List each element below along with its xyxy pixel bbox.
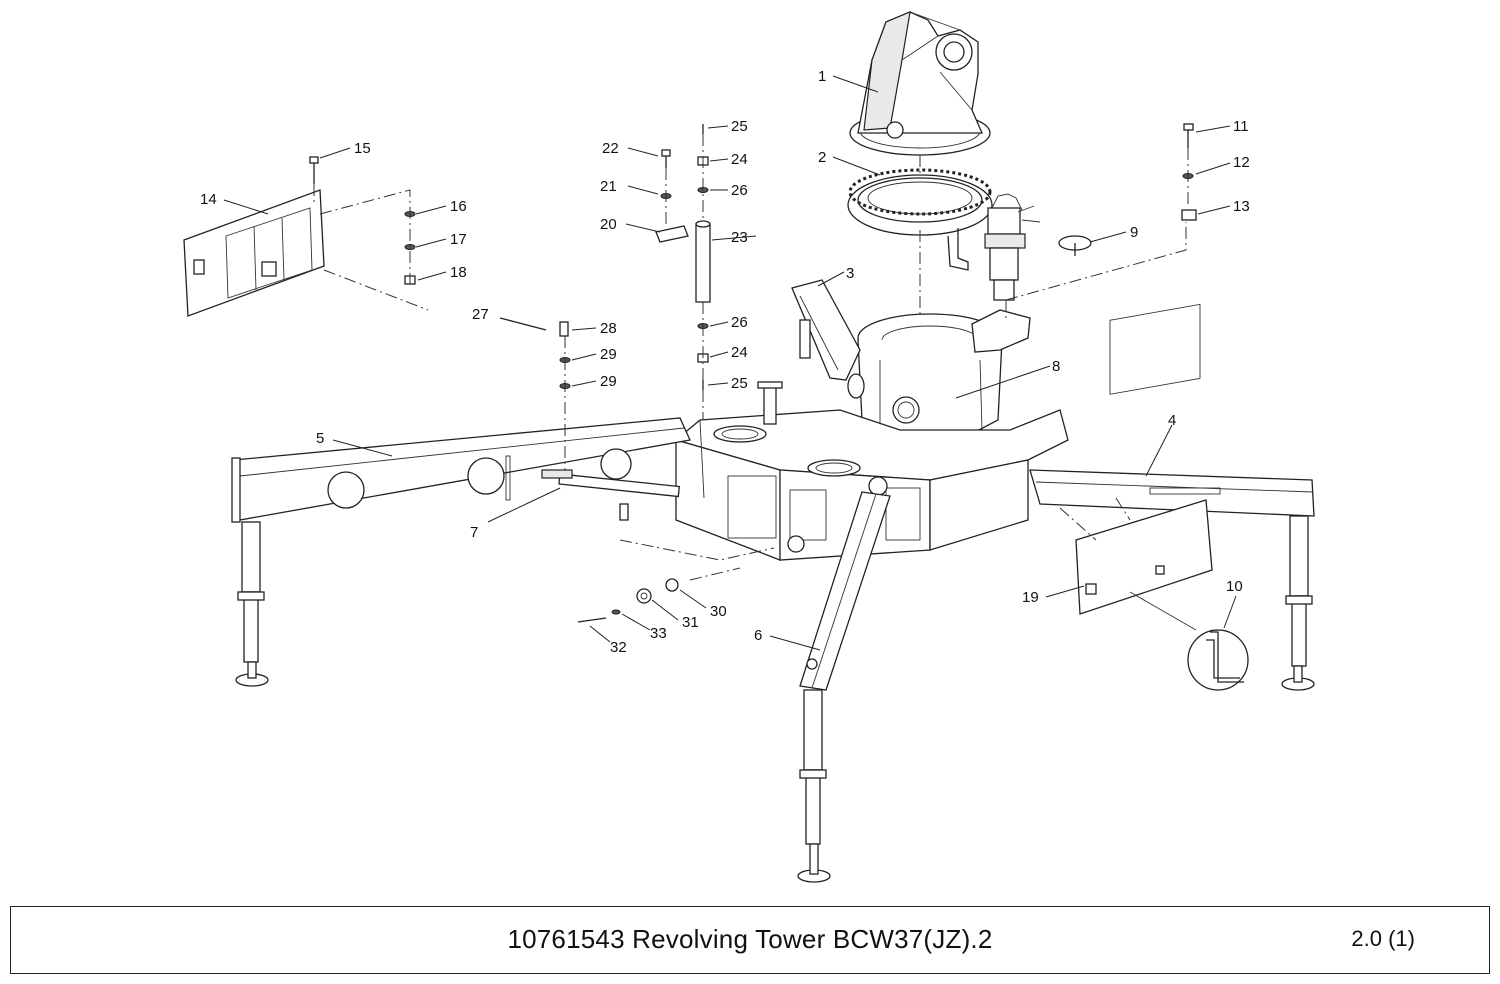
part-cover-panel bbox=[1075, 303, 1249, 691]
callout-19: 19 bbox=[1022, 589, 1039, 606]
callout-5: 5 bbox=[316, 430, 324, 447]
callout-labels: 1 2 3 4 5 6 7 8 9 10 11 12 13 14 15 16 1… bbox=[200, 68, 1250, 656]
callout-16: 16 bbox=[450, 198, 467, 215]
callout-29-lower: 29 bbox=[600, 373, 617, 390]
callout-8: 8 bbox=[1052, 358, 1060, 375]
callout-9: 9 bbox=[1130, 224, 1138, 241]
part-tower-head bbox=[849, 11, 991, 156]
callout-21: 21 bbox=[600, 178, 617, 195]
assembly-centerlines bbox=[313, 134, 1189, 581]
callout-23: 23 bbox=[731, 229, 748, 246]
title-block: 10761543 Revolving Tower BCW37(JZ).2 2.0… bbox=[10, 906, 1490, 974]
callout-12: 12 bbox=[1233, 154, 1250, 171]
part-slewing-drive bbox=[984, 193, 1092, 301]
callout-26-lower: 26 bbox=[731, 314, 748, 331]
callout-17: 17 bbox=[450, 231, 467, 248]
callout-leaders bbox=[223, 75, 1237, 651]
callout-20: 20 bbox=[600, 216, 617, 233]
callout-14: 14 bbox=[200, 191, 217, 208]
callout-10: 10 bbox=[1226, 578, 1243, 595]
callout-11: 11 bbox=[1233, 118, 1249, 135]
callout-25-lower: 25 bbox=[731, 375, 748, 392]
callout-25-upper: 25 bbox=[731, 118, 748, 135]
callout-28: 28 bbox=[600, 320, 617, 337]
callout-33: 33 bbox=[650, 625, 667, 642]
callout-22: 22 bbox=[602, 140, 619, 157]
callout-24-upper: 24 bbox=[731, 151, 748, 168]
callout-31: 31 bbox=[682, 614, 699, 631]
part-upper-brace bbox=[791, 279, 865, 399]
callout-15: 15 bbox=[354, 140, 371, 157]
callout-6: 6 bbox=[754, 627, 762, 644]
callout-26-upper: 26 bbox=[731, 182, 748, 199]
part-fasteners bbox=[309, 123, 1197, 623]
callout-18: 18 bbox=[450, 264, 467, 281]
callout-30: 30 bbox=[710, 603, 727, 620]
drawing-title: 10761543 Revolving Tower BCW37(JZ).2 bbox=[507, 924, 993, 954]
callout-3: 3 bbox=[846, 265, 854, 282]
callout-2: 2 bbox=[818, 149, 826, 166]
callout-13: 13 bbox=[1233, 198, 1250, 215]
page-number: 2.0 (1) bbox=[1351, 926, 1415, 951]
callout-4: 4 bbox=[1168, 412, 1176, 429]
part-tower-body bbox=[857, 309, 1031, 441]
exploded-parts-diagram: 1 2 3 4 5 6 7 8 9 10 11 12 13 14 15 16 1… bbox=[183, 11, 1315, 883]
callout-29-upper: 29 bbox=[600, 346, 617, 363]
callout-32: 32 bbox=[610, 639, 627, 656]
callout-7: 7 bbox=[470, 524, 478, 541]
callout-24-lower: 24 bbox=[731, 344, 748, 361]
part-right-outrigger bbox=[1029, 469, 1315, 691]
part-slewing-ring bbox=[847, 168, 993, 271]
part-access-door bbox=[183, 189, 325, 317]
part-left-outrigger bbox=[231, 417, 691, 687]
part-pin-assembly bbox=[541, 469, 681, 521]
callout-1: 1 bbox=[818, 68, 826, 85]
callout-27: 27 bbox=[472, 306, 489, 323]
part-front-leg bbox=[797, 491, 891, 883]
